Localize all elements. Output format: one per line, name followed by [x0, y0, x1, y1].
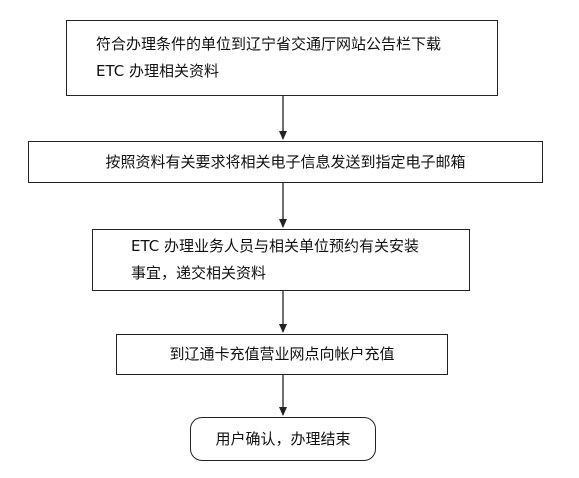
flow-step-recharge-account: 到辽通卡充值营业网点向帐户充值: [116, 334, 448, 375]
flow-step-confirm-finish: 用户确认，办理结束: [190, 417, 376, 461]
flow-step-text: 用户确认，办理结束: [215, 429, 351, 448]
flow-step-download-materials: 符合办理条件的单位到辽宁省交通厅网站公告栏下载 ETC 办理相关资料: [66, 20, 498, 96]
flow-step-text: 到辽通卡充值营业网点向帐户充值: [169, 345, 395, 363]
flow-step-text: 按照资料有关要求将相关电子信息发送到指定电子邮箱: [105, 152, 466, 171]
flow-step-book-installation: ETC 办理业务人员与相关单位预约有关安装事宜，递交相关资料: [92, 229, 470, 291]
flow-step-send-email: 按照资料有关要求将相关电子信息发送到指定电子邮箱: [28, 141, 543, 183]
flow-step-text: ETC 办理业务人员与相关单位预约有关安装事宜，递交相关资料: [131, 237, 420, 282]
flow-step-text: 符合办理条件的单位到辽宁省交通厅网站公告栏下载 ETC 办理相关资料: [96, 35, 442, 80]
